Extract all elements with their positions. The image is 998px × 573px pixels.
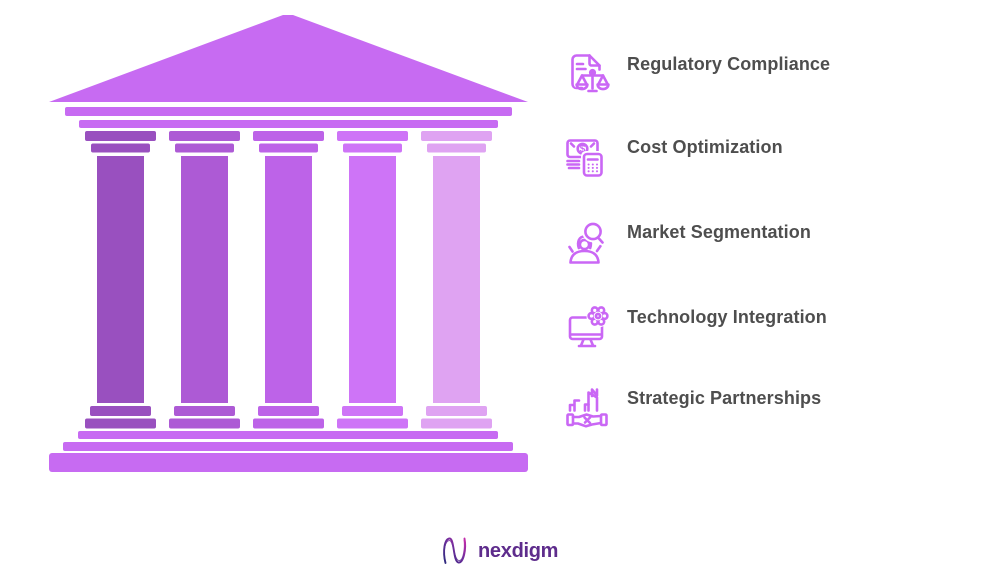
pillar-5 bbox=[421, 131, 492, 429]
handshake-buildings-icon bbox=[566, 388, 608, 428]
pillar-1 bbox=[85, 131, 156, 429]
entablature-bar-1 bbox=[65, 107, 512, 116]
base-step-3 bbox=[49, 453, 528, 472]
pillar-2 bbox=[169, 131, 240, 429]
pillar-3 bbox=[253, 131, 324, 429]
base-step-2 bbox=[63, 442, 513, 451]
feature-item-strategic-partnerships: Strategic Partnerships bbox=[563, 384, 821, 432]
monitor-gear-icon bbox=[568, 304, 610, 348]
feature-label: Market Segmentation bbox=[627, 222, 811, 242]
brand-logo: nexdigm bbox=[441, 534, 558, 568]
temple-structure bbox=[49, 15, 528, 472]
feature-label: Regulatory Compliance bbox=[627, 54, 831, 74]
feature-label: Strategic Partnerships bbox=[627, 388, 822, 408]
money-calculator-icon: $ bbox=[566, 139, 605, 179]
pillar-4 bbox=[337, 131, 408, 429]
nexdigm-logo-icon bbox=[443, 537, 467, 564]
feature-label: Cost Optimization bbox=[627, 137, 783, 157]
brand-wordmark: nexdigm bbox=[478, 539, 559, 562]
svg-text:$: $ bbox=[580, 144, 586, 155]
person-magnifier-icon bbox=[568, 220, 606, 264]
feature-item-technology-integration: Technology Integration bbox=[563, 303, 827, 351]
pediment bbox=[49, 15, 528, 102]
feature-item-cost-optimization: $ Cost Optimization bbox=[563, 133, 783, 181]
entablature-bar-2 bbox=[79, 120, 498, 128]
document-scales-icon bbox=[571, 54, 611, 93]
base-step-1 bbox=[78, 431, 498, 439]
feature-item-market-segmentation: Market Segmentation bbox=[563, 218, 811, 266]
feature-label: Technology Integration bbox=[627, 307, 827, 327]
feature-item-regulatory-compliance: Regulatory Compliance bbox=[563, 50, 830, 98]
